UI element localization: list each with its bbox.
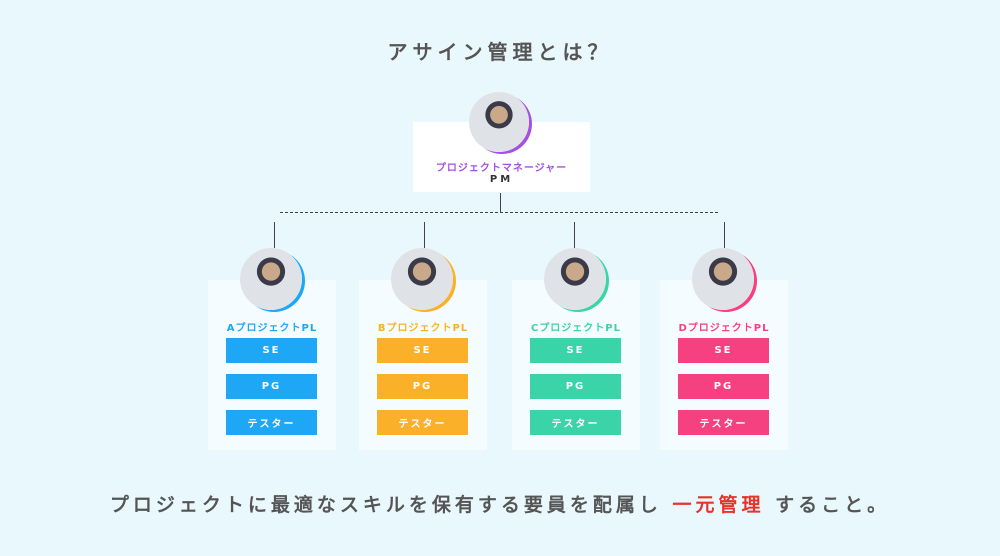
role-badge: SE bbox=[678, 338, 769, 363]
connector-line bbox=[424, 222, 425, 248]
role-badge: PG bbox=[678, 374, 769, 399]
role-badge: テスター bbox=[377, 410, 468, 435]
role-badge: PG bbox=[377, 374, 468, 399]
summary-after: すること。 bbox=[764, 494, 891, 516]
role-badge: SE bbox=[226, 338, 317, 363]
pm-avatar bbox=[469, 92, 529, 152]
team-card: CプロジェクトPL SE PG テスター bbox=[512, 280, 640, 450]
connector-line bbox=[500, 193, 501, 212]
team-label: CプロジェクトPL bbox=[530, 323, 622, 334]
team-card: AプロジェクトPL SE PG テスター bbox=[208, 280, 336, 450]
role-badge: PG bbox=[530, 374, 621, 399]
pm-label: プロジェクトマネージャー bbox=[435, 163, 568, 174]
pm-sub: PM bbox=[489, 174, 514, 185]
summary-text: プロジェクトに最適なスキルを保有する要員を配属し 一元管理 すること。 bbox=[0, 490, 1000, 517]
role-badge: PG bbox=[226, 374, 317, 399]
role-badge: SE bbox=[377, 338, 468, 363]
team-avatar bbox=[240, 248, 302, 310]
team-avatar bbox=[544, 248, 606, 310]
role-badge: テスター bbox=[678, 410, 769, 435]
connector-line bbox=[274, 222, 275, 248]
connector-line bbox=[280, 212, 718, 213]
role-badge: テスター bbox=[530, 410, 621, 435]
role-badge: テスター bbox=[226, 410, 317, 435]
page-title: アサイン管理とは？ bbox=[387, 40, 613, 64]
team-label: DプロジェクトPL bbox=[678, 323, 770, 334]
summary-before: プロジェクトに最適なスキルを保有する要員を配属し bbox=[109, 494, 673, 516]
team-avatar bbox=[692, 248, 754, 310]
connector-line bbox=[574, 222, 575, 248]
team-avatar bbox=[391, 248, 453, 310]
connector-line bbox=[724, 222, 725, 248]
summary-highlight: 一元管理 bbox=[672, 494, 765, 516]
team-label: BプロジェクトPL bbox=[377, 323, 469, 334]
role-badge: SE bbox=[530, 338, 621, 363]
team-label: AプロジェクトPL bbox=[226, 323, 318, 334]
